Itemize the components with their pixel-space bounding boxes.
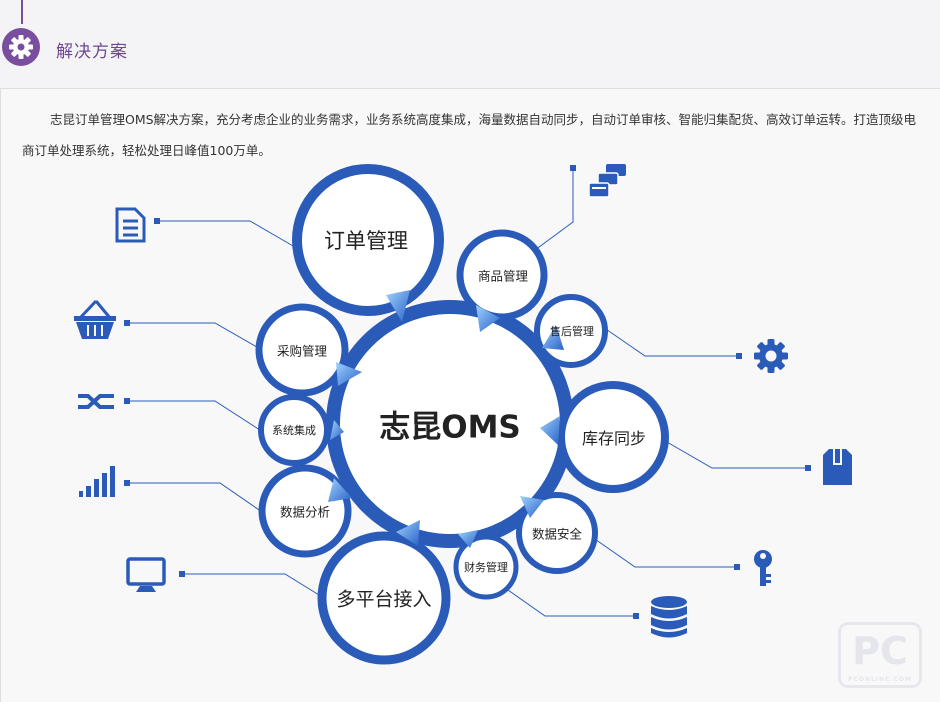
basket-icon — [74, 299, 116, 339]
node-multi-platform-access: 多平台接入 — [336, 588, 432, 611]
node-order-management: 订单管理 — [324, 229, 408, 253]
node-data-analysis: 数据分析 — [279, 504, 331, 520]
node-purchase-management: 采购管理 — [276, 343, 328, 359]
node-goods-management: 商品管理 — [477, 268, 529, 284]
gear-icon — [754, 339, 788, 373]
pointer-triangles — [328, 290, 564, 548]
node-system-integration: 系统集成 — [272, 424, 316, 437]
shuffle-icon — [78, 394, 114, 409]
node-aftersale-management: 售后管理 — [550, 325, 594, 338]
cards-icon — [588, 164, 626, 198]
box-icon — [823, 449, 852, 485]
center-hub-label: 志昆OMS — [379, 409, 521, 446]
intro-paragraph: 志昆订单管理OMS解决方案，充分考虑企业的业务需求，业务系统高度集成，海量数据自… — [22, 112, 917, 158]
timeline-line — [21, 0, 23, 24]
node-finance-management: 财务管理 — [464, 561, 508, 574]
connector-lines — [127, 168, 808, 617]
watermark-logo: PC PCONLINE.COM — [838, 622, 922, 688]
connector-dots — [124, 165, 811, 619]
node-rings — [255, 164, 669, 665]
document-icon — [115, 207, 146, 243]
watermark-text: PCONLINE.COM — [848, 676, 912, 683]
node-data-security: 数据安全 — [531, 526, 583, 542]
database-icon — [651, 596, 687, 638]
center-hub — [326, 300, 574, 548]
node-inventory-sync: 库存同步 — [581, 429, 647, 448]
watermark-mark: PC — [852, 629, 908, 673]
monitor-icon — [126, 557, 166, 592]
gear-badge-icon — [2, 28, 40, 66]
bar-chart-icon — [79, 466, 115, 497]
section-title: 解决方案 — [56, 42, 128, 62]
section-header: 解决方案 — [0, 0, 940, 88]
key-icon — [754, 550, 772, 586]
